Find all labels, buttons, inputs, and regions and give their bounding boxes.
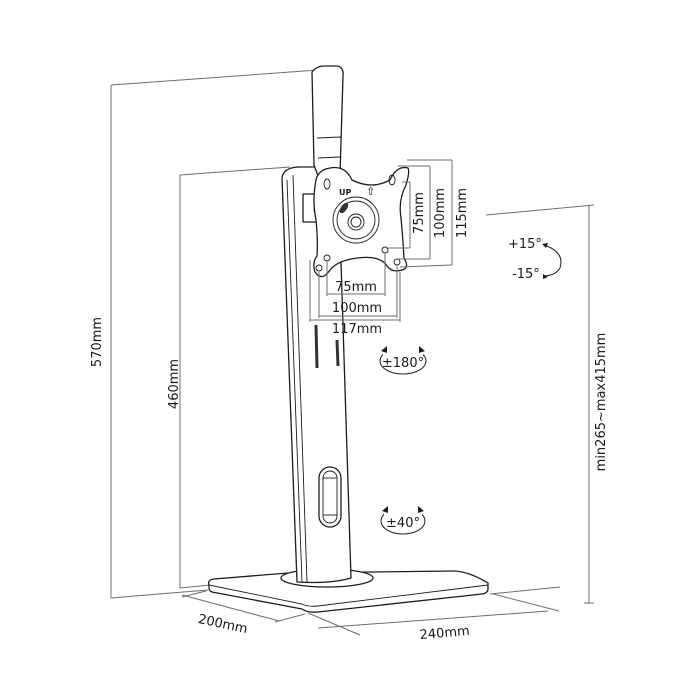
- dimension-height-range: [485, 204, 595, 604]
- label-vesa-h-100: 100mm: [332, 301, 382, 316]
- label-rotate: ±180°: [382, 356, 424, 371]
- tilt-callout: +15° -15°: [508, 237, 562, 282]
- label-vesa-h-75: 75mm: [335, 280, 377, 295]
- plate-up-text: UP: [339, 188, 351, 197]
- up-arrow-icon: ⇧: [366, 185, 375, 198]
- label-tilt-up: +15°: [508, 237, 542, 252]
- vesa-plate: UP ⇧: [313, 166, 410, 278]
- rotate-callout: ±180°: [379, 345, 427, 375]
- tilt-arrow-icon: [543, 244, 562, 277]
- dimension-base-width: [307, 586, 561, 636]
- center-pivot: [332, 196, 380, 244]
- vesa-horizontal-dimensions: [309, 254, 401, 322]
- label-pole-height: 460mm: [167, 359, 182, 409]
- dimension-base-depth: [181, 590, 306, 623]
- vesa-vertical-dimensions: [386, 159, 453, 268]
- cable-slot: [318, 466, 342, 528]
- label-vesa-h-117: 117mm: [332, 322, 382, 337]
- label-vesa-v-115: 115mm: [455, 188, 470, 238]
- label-base-width: 240mm: [419, 624, 470, 643]
- label-total-height: 570mm: [90, 317, 105, 367]
- label-height-range: min265~max415mm: [594, 333, 609, 472]
- label-base-depth: 200mm: [197, 612, 249, 637]
- mounting-holes: [315, 174, 401, 272]
- dimension-pole-height: [179, 166, 291, 589]
- label-vesa-v-75: 75mm: [412, 192, 427, 234]
- label-tilt-down: -15°: [512, 267, 540, 282]
- swivel-callout: ±40°: [380, 505, 426, 535]
- dimension-total-height: [110, 69, 319, 599]
- label-swivel: ±40°: [386, 516, 420, 531]
- label-vesa-v-100: 100mm: [433, 188, 448, 238]
- stand-pole: [281, 166, 352, 584]
- stand-arm: [311, 65, 344, 177]
